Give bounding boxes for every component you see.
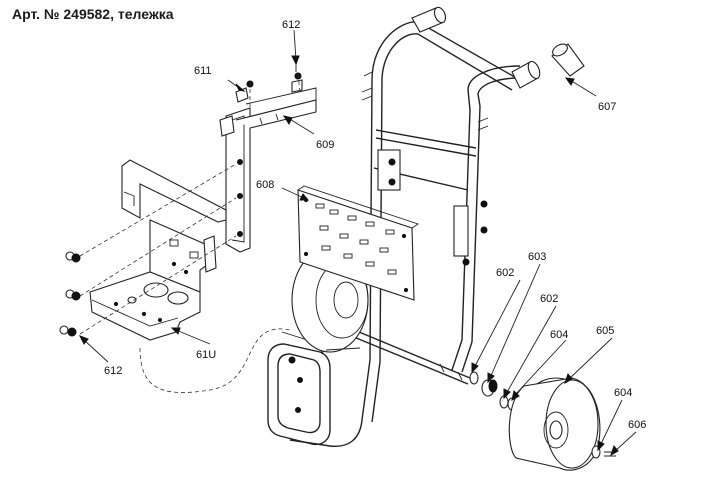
wheel-hardware	[59, 43, 616, 471]
callout-609: 609	[316, 139, 334, 151]
diagram-title: Арт. № 249582, тележка	[12, 6, 174, 22]
callout-608: 608	[256, 179, 274, 191]
callout-610: 61U	[196, 349, 216, 361]
tray-610	[89, 159, 227, 341]
callout-606: 606	[628, 419, 646, 431]
callout-612-top: 612	[282, 19, 300, 31]
callout-604-lower: 604	[614, 387, 632, 399]
mounting-plate-608	[297, 185, 420, 301]
leader-lines	[78, 29, 637, 457]
callout-602-left: 602	[496, 267, 514, 279]
callout-611: 611	[194, 65, 212, 77]
assembly-lines	[79, 73, 301, 393]
callout-612-bottom: 612	[104, 365, 122, 377]
callout-604-upper: 604	[550, 329, 568, 341]
callout-605: 605	[596, 325, 614, 337]
callout-602-right: 602	[540, 293, 558, 305]
callout-607: 607	[598, 101, 616, 113]
callout-labels: 611 612 609 607 608 603 602 602 604 605 …	[104, 19, 646, 431]
callout-603: 603	[528, 251, 546, 263]
